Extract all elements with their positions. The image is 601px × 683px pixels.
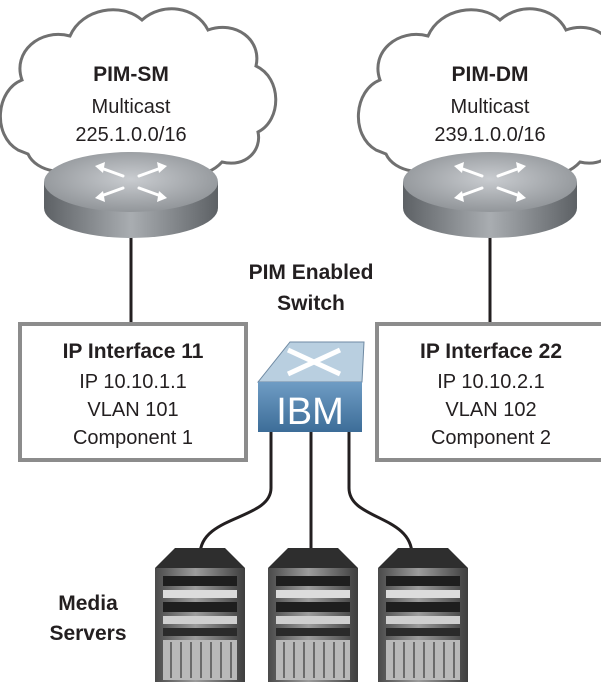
switch-caption-line1: PIM Enabled — [249, 261, 374, 284]
interface-left-ip: IP 10.10.1.1 — [79, 371, 187, 393]
interface-box-left — [18, 322, 248, 462]
router-left — [44, 152, 218, 238]
cloud-right-line2: 239.1.0.0/16 — [434, 124, 545, 146]
servers-label-line1: Media — [58, 592, 118, 615]
link-server-1 — [198, 432, 273, 556]
servers-label-line2: Servers — [49, 622, 126, 645]
cloud-left-title: PIM-SM — [93, 63, 169, 86]
router-right — [403, 152, 577, 238]
interface-right-ip: IP 10.10.2.1 — [437, 371, 545, 393]
server-3 — [377, 547, 469, 683]
switch-brand: IBM — [276, 391, 344, 433]
link-server-3 — [347, 432, 414, 556]
cloud-left-line1: Multicast — [92, 96, 171, 118]
interface-right-vlan: VLAN 102 — [445, 399, 536, 421]
cloud-right — [356, 7, 601, 179]
switch-x-icon — [286, 347, 342, 377]
server-1 — [154, 547, 246, 683]
interface-left-title: IP Interface 11 — [63, 340, 204, 363]
interface-box-right — [375, 322, 601, 462]
interface-left-component: Component 1 — [73, 427, 193, 449]
switch — [256, 341, 365, 432]
switch-caption-line2: Switch — [277, 292, 345, 315]
cloud-right-line1: Multicast — [451, 96, 530, 118]
cloud-right-title: PIM-DM — [452, 63, 529, 86]
cloud-left — [0, 7, 278, 179]
interface-left-vlan: VLAN 101 — [87, 399, 178, 421]
server-2 — [267, 547, 359, 683]
cloud-left-line2: 225.1.0.0/16 — [75, 124, 186, 146]
interface-right-title: IP Interface 22 — [420, 340, 562, 363]
interface-right-component: Component 2 — [431, 427, 551, 449]
